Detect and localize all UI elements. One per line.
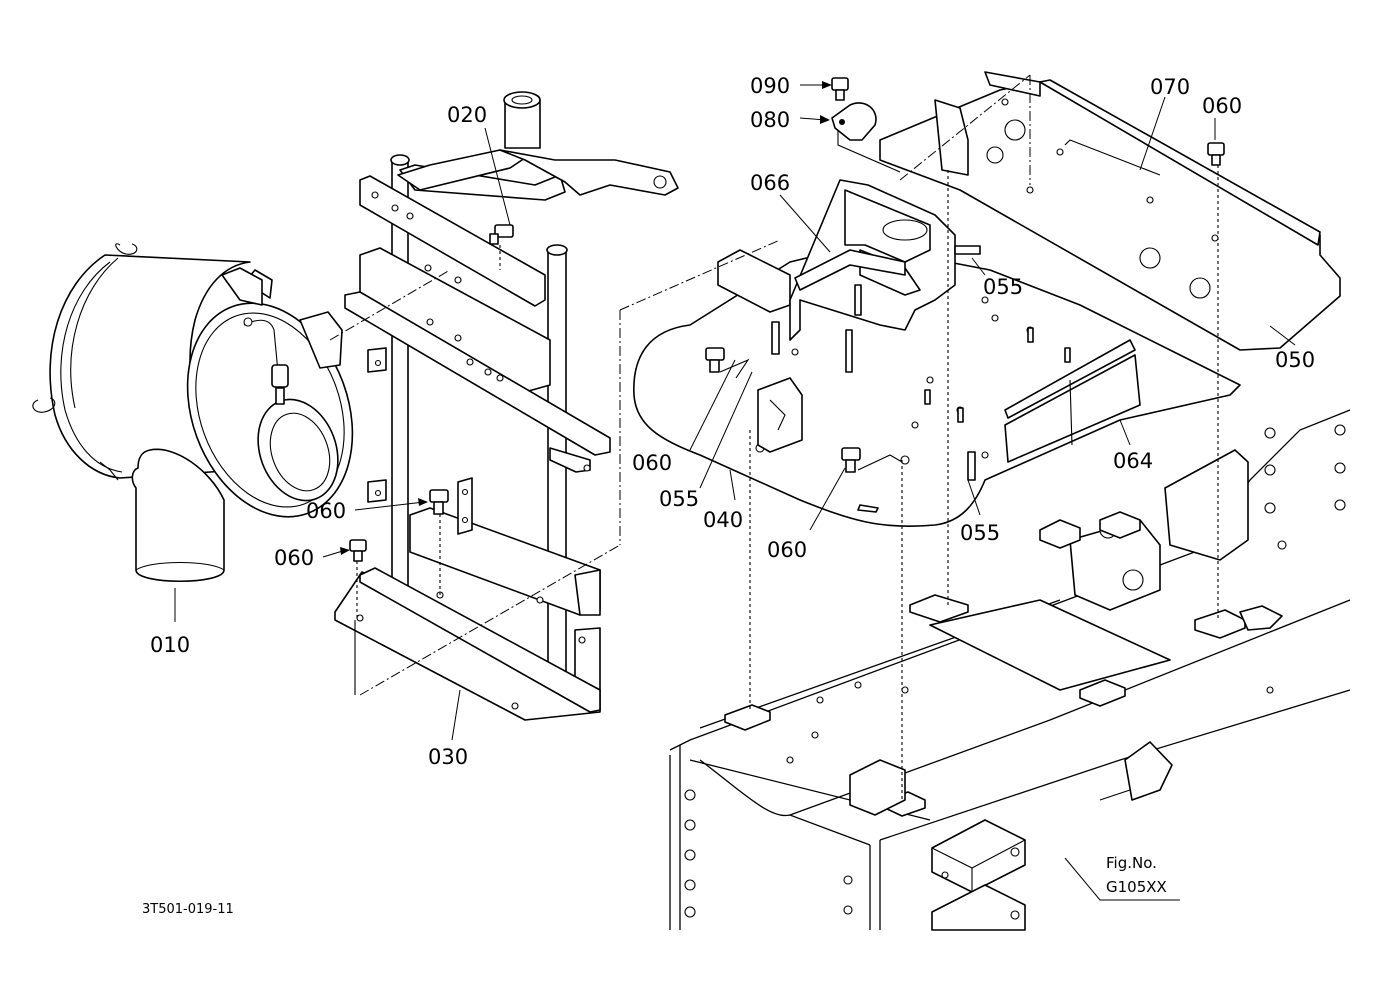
callout-050: 050 bbox=[1275, 348, 1315, 372]
bar-070 bbox=[1039, 79, 1321, 246]
callout-055-c: 055 bbox=[960, 521, 1000, 545]
clamp-080 bbox=[831, 102, 877, 141]
callout-055-b: 055 bbox=[659, 487, 699, 511]
bolt-090 bbox=[831, 77, 849, 101]
plate-050 bbox=[879, 71, 1341, 351]
bolt-020 bbox=[489, 224, 514, 245]
callout-066: 066 bbox=[750, 171, 790, 195]
air-cleaner bbox=[32, 243, 354, 582]
figure-number: G105XX bbox=[1106, 878, 1167, 896]
cleaner-stay-frame bbox=[334, 91, 679, 721]
bolts-060 bbox=[349, 142, 1225, 562]
callout-055-a: 055 bbox=[983, 275, 1023, 299]
studs-055 bbox=[771, 245, 1071, 481]
callout-090: 090 bbox=[750, 74, 790, 98]
bracket-066 bbox=[717, 179, 956, 341]
callout-060-d: 060 bbox=[306, 499, 346, 523]
chassis-frame bbox=[669, 409, 1351, 1002]
callout-060-a: 060 bbox=[1202, 94, 1242, 118]
leader-lines bbox=[174, 81, 1296, 901]
callout-010: 010 bbox=[150, 633, 190, 657]
callouts: 010 020 030 040 050 055 055 055 060 060 … bbox=[150, 74, 1315, 769]
callout-060-c: 060 bbox=[767, 538, 807, 562]
callout-040: 040 bbox=[703, 508, 743, 532]
callout-030: 030 bbox=[428, 745, 468, 769]
callout-064: 064 bbox=[1113, 449, 1153, 473]
drawing-number: 3T501-019-11 bbox=[142, 902, 234, 917]
callout-060-b: 060 bbox=[632, 451, 672, 475]
bracket-064 bbox=[1004, 339, 1141, 463]
callout-080: 080 bbox=[750, 108, 790, 132]
alignment-lines bbox=[329, 74, 1219, 800]
clamp-bracket bbox=[757, 377, 803, 453]
callout-060-e: 060 bbox=[274, 546, 314, 570]
callout-020: 020 bbox=[447, 103, 487, 127]
callout-070: 070 bbox=[1150, 75, 1190, 99]
figure-label: Fig.No. bbox=[1106, 854, 1157, 872]
